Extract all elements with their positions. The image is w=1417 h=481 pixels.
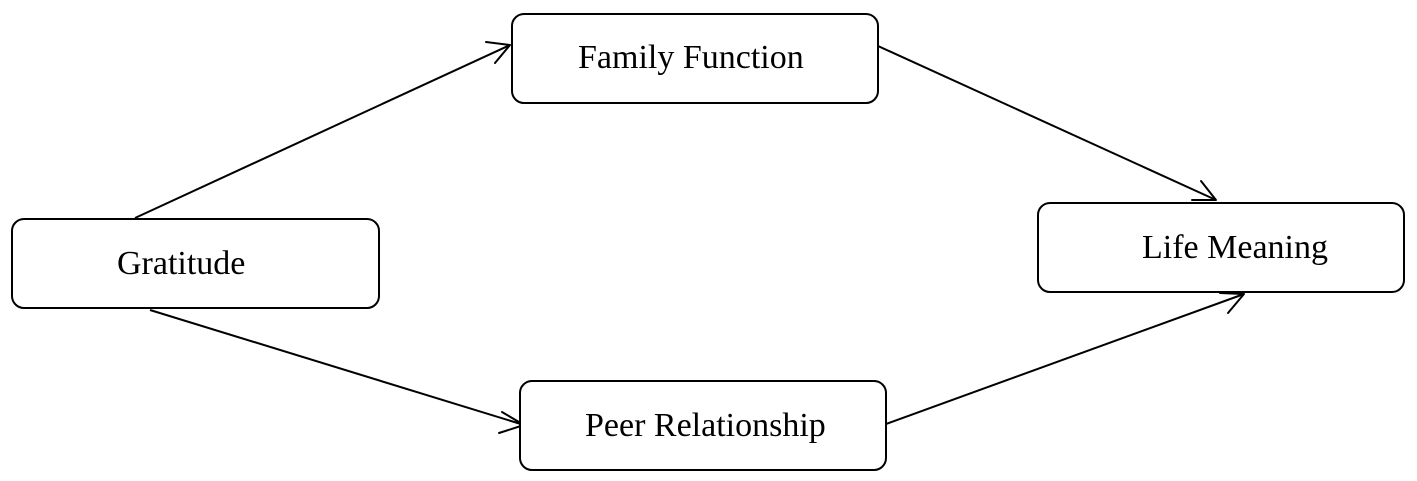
node-life-meaning: Life Meaning [1037, 202, 1405, 293]
arrowhead-icon [1219, 292, 1245, 314]
arrow-line [877, 45, 1217, 201]
node-label-gratitude: Gratitude [117, 245, 245, 282]
edge-peer-relationship-to-life-meaning [885, 292, 1245, 425]
node-box [519, 380, 887, 471]
arrow-line [134, 44, 511, 219]
arrowhead-icon [1191, 180, 1217, 201]
node-box [1037, 202, 1405, 293]
node-family-function: Family Function [511, 13, 879, 104]
arrow-line [149, 309, 525, 426]
node-box [11, 218, 380, 309]
node-gratitude: Gratitude [11, 218, 380, 309]
arrow-line [885, 293, 1245, 425]
node-box [511, 13, 879, 104]
node-label-life-meaning: Life Meaning [1142, 229, 1328, 266]
edge-family-function-to-life-meaning [877, 45, 1217, 201]
edge-gratitude-to-peer-relationship [149, 309, 525, 434]
arrowhead-icon [485, 41, 511, 64]
edge-gratitude-to-family-function [134, 41, 511, 219]
node-peer-relationship: Peer Relationship [519, 380, 887, 471]
node-label-family-function: Family Function [578, 39, 804, 76]
node-label-peer-relationship: Peer Relationship [585, 407, 826, 444]
